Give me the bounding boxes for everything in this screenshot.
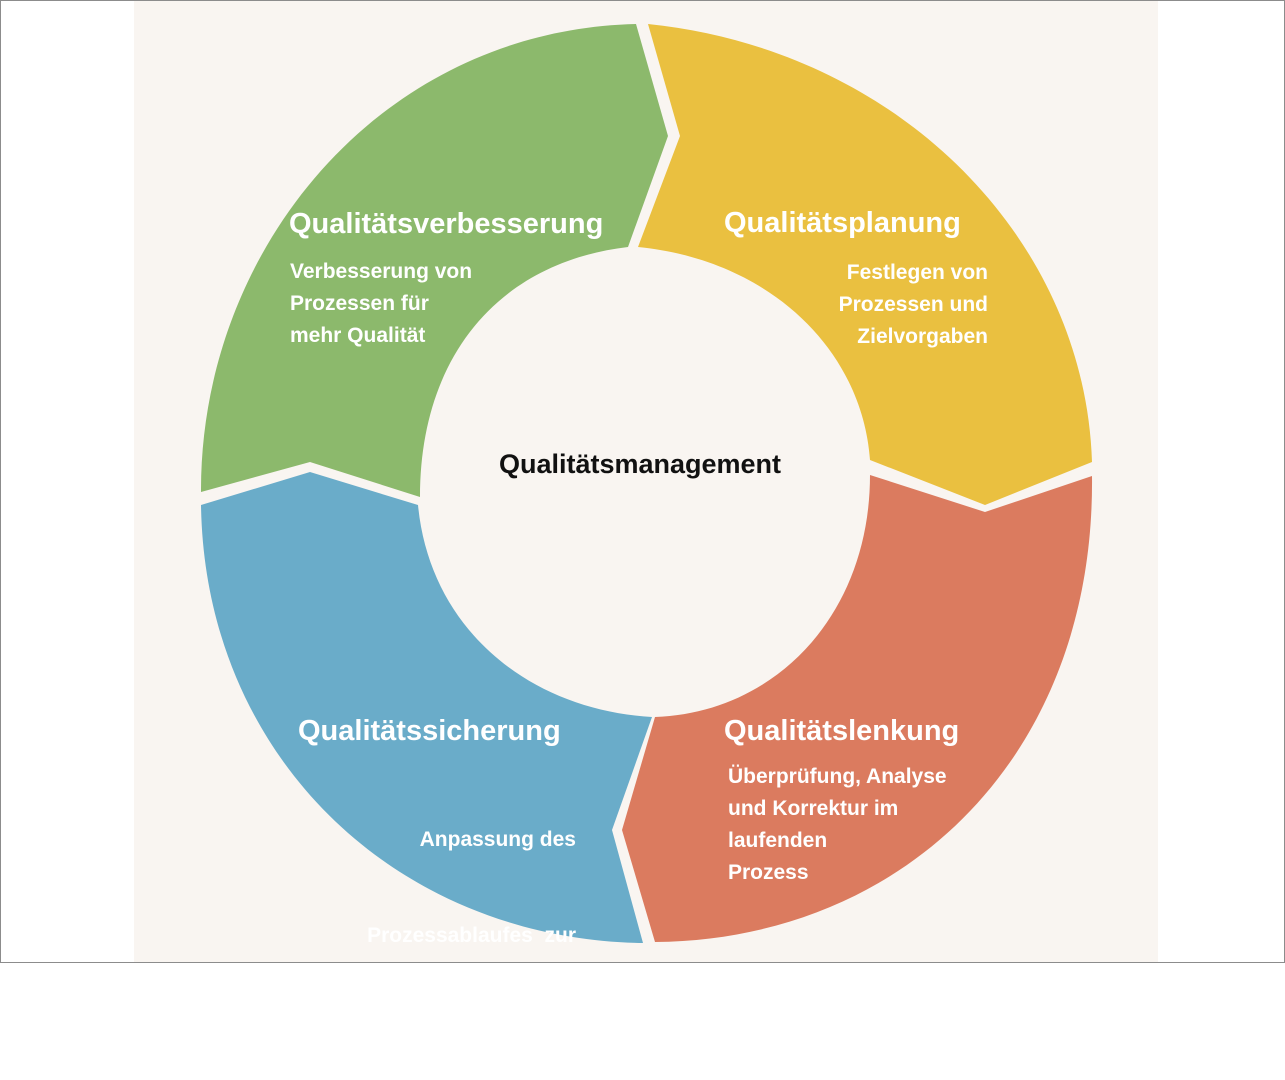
segment-title-qualitaetsplanung: Qualitätsplanung <box>724 207 961 239</box>
segment-description-qualitaetssicherung: Anpassung des Prozessablaufes zur Fehler… <box>326 760 576 1080</box>
segment-description-qualitaetsverbesserung: Verbesserung von Prozessen für mehr Qual… <box>290 256 472 352</box>
description-line: Verbesserung von <box>290 260 473 283</box>
description-line: Prozessen und <box>838 293 988 316</box>
description-line: Fehlerprävention <box>405 1020 576 1043</box>
description-line: Zielvorgaben <box>857 325 988 348</box>
description-line: Prozessen für <box>290 292 429 315</box>
segment-title-qualitaetslenkung: Qualitätslenkung <box>724 715 960 747</box>
segment-qualitaetslenkung <box>622 475 1093 942</box>
segment-title-qualitaetssicherung: Qualitätssicherung <box>298 715 561 747</box>
description-line: Prozessablaufes zur <box>367 924 576 947</box>
segment-description-qualitaetsplanung: Festlegen von Prozessen und Zielvorgaben <box>738 257 988 353</box>
quality-cycle-diagram <box>200 24 1093 943</box>
description-line: Festlegen von <box>846 261 988 284</box>
description-line: mehr Qualität <box>290 324 426 347</box>
description-line: Überprüfung, Analyse <box>728 765 947 788</box>
description-line: Anpassung des <box>419 828 576 851</box>
segment-title-qualitaetsverbesserung: Qualitätsverbesserung <box>289 208 604 240</box>
segment-qualitaetssicherung <box>201 472 652 943</box>
segment-description-qualitaetslenkung: Überprüfung, Analyse und Korrektur im la… <box>728 761 947 889</box>
description-line: Prozess <box>728 861 809 884</box>
description-line: laufenden <box>728 829 828 852</box>
description-line: und Korrektur im <box>728 797 899 820</box>
segment-qualitaetsverbesserung <box>200 24 668 497</box>
segment-qualitaetsplanung <box>638 24 1092 505</box>
center-title: Qualitätsmanagement <box>498 449 782 479</box>
